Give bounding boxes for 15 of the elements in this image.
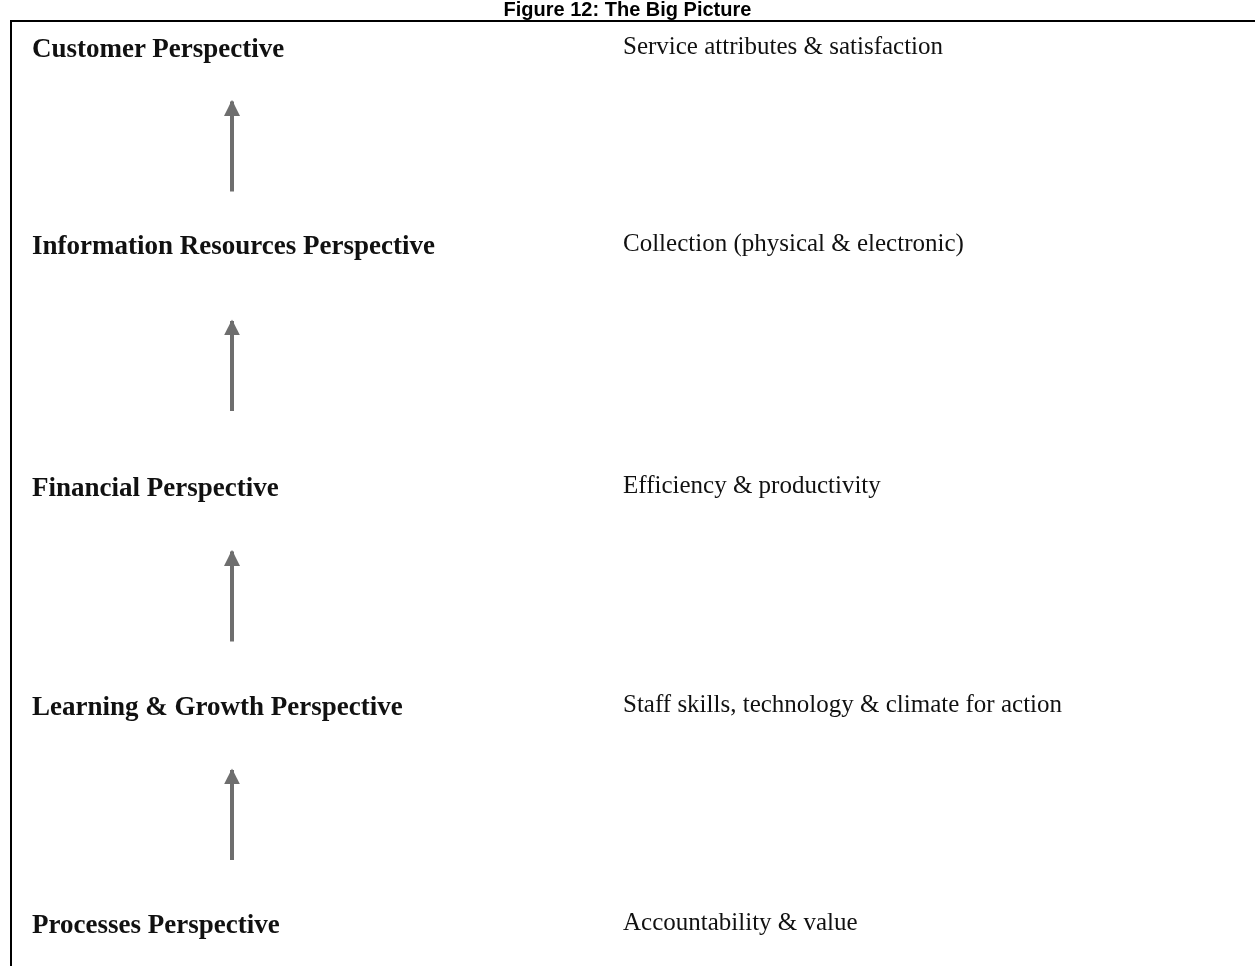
arrow bbox=[224, 549, 240, 642]
arrow bbox=[224, 319, 240, 411]
perspective-label: Information Resources Perspective bbox=[30, 225, 437, 265]
figure-title: Figure 12: The Big Picture bbox=[502, 0, 753, 21]
description-text: Efficiency & productivity bbox=[623, 471, 881, 499]
description-text: Staff skills, technology & climate for action bbox=[623, 690, 1063, 718]
arrow bbox=[224, 99, 240, 192]
perspective-label: Learning & Growth Perspective bbox=[30, 686, 405, 726]
description-text: Accountability & value bbox=[623, 908, 858, 936]
perspective-label: Processes Perspective bbox=[30, 904, 282, 944]
perspective-label: Financial Perspective bbox=[30, 467, 281, 507]
perspective-label: Customer Perspective bbox=[30, 28, 287, 68]
description-text: Collection (physical & electronic) bbox=[623, 229, 964, 257]
arrow bbox=[224, 768, 240, 860]
description-text: Service attributes & satisfaction bbox=[623, 32, 944, 60]
